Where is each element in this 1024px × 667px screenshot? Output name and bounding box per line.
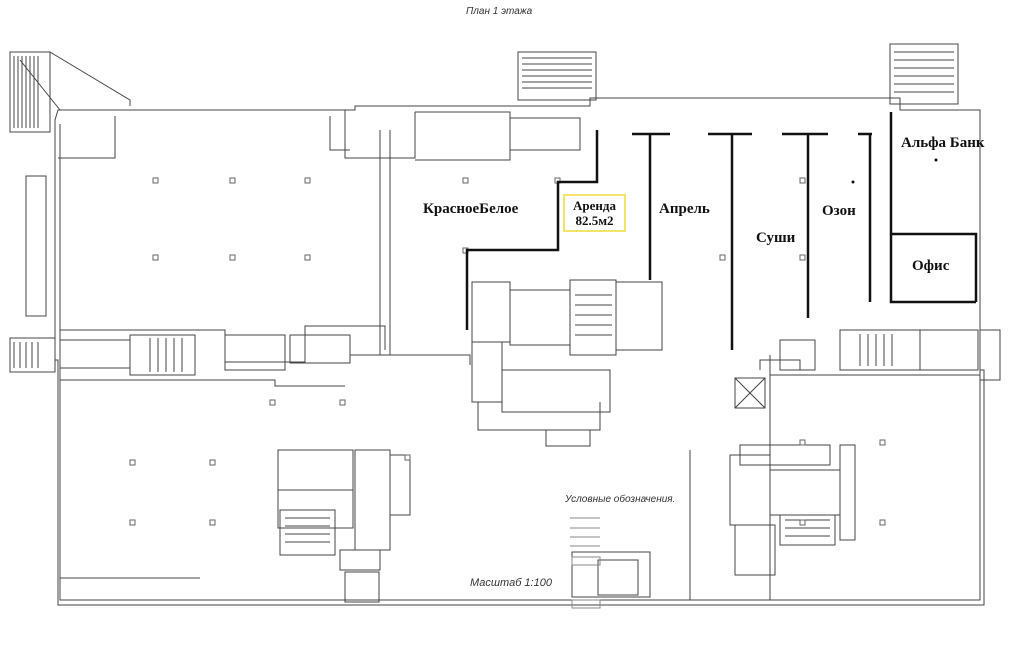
partition-ozon: [782, 132, 828, 318]
scale-label: Масштаб 1:100: [470, 577, 552, 589]
left-stair: [9, 51, 51, 133]
arenda-label: Аренда: [573, 198, 616, 213]
tenant-aprel-label: Апрель: [659, 201, 710, 217]
top-stair-1: [517, 51, 597, 101]
partition-ozon-right: [858, 132, 872, 302]
plan-title: План 1 этажа: [466, 6, 533, 17]
tenant-krasnoe-beloe-label: КрасноеБелое: [423, 201, 519, 217]
partition-sushi: [708, 132, 752, 350]
legend-title: Условные обозначения.: [565, 494, 676, 505]
arenda-area-label: 82.5м2: [575, 213, 614, 228]
partition-aprel: [632, 132, 670, 280]
top-stair-2: [889, 43, 959, 105]
tenant-ofis-label: Офис: [912, 258, 950, 274]
tenant-ozon-label: Озон: [822, 203, 856, 219]
tenant-sushi-label: Суши: [756, 230, 796, 246]
partition-alfa-bank: [889, 112, 978, 304]
arenda-highlight-box: Аренда 82.5м2: [563, 194, 626, 232]
partition-krasnoe-beloe: [465, 130, 599, 330]
tenant-alfa-bank-label: Альфа Банк: [901, 135, 985, 151]
outer-wall: [54, 97, 985, 606]
